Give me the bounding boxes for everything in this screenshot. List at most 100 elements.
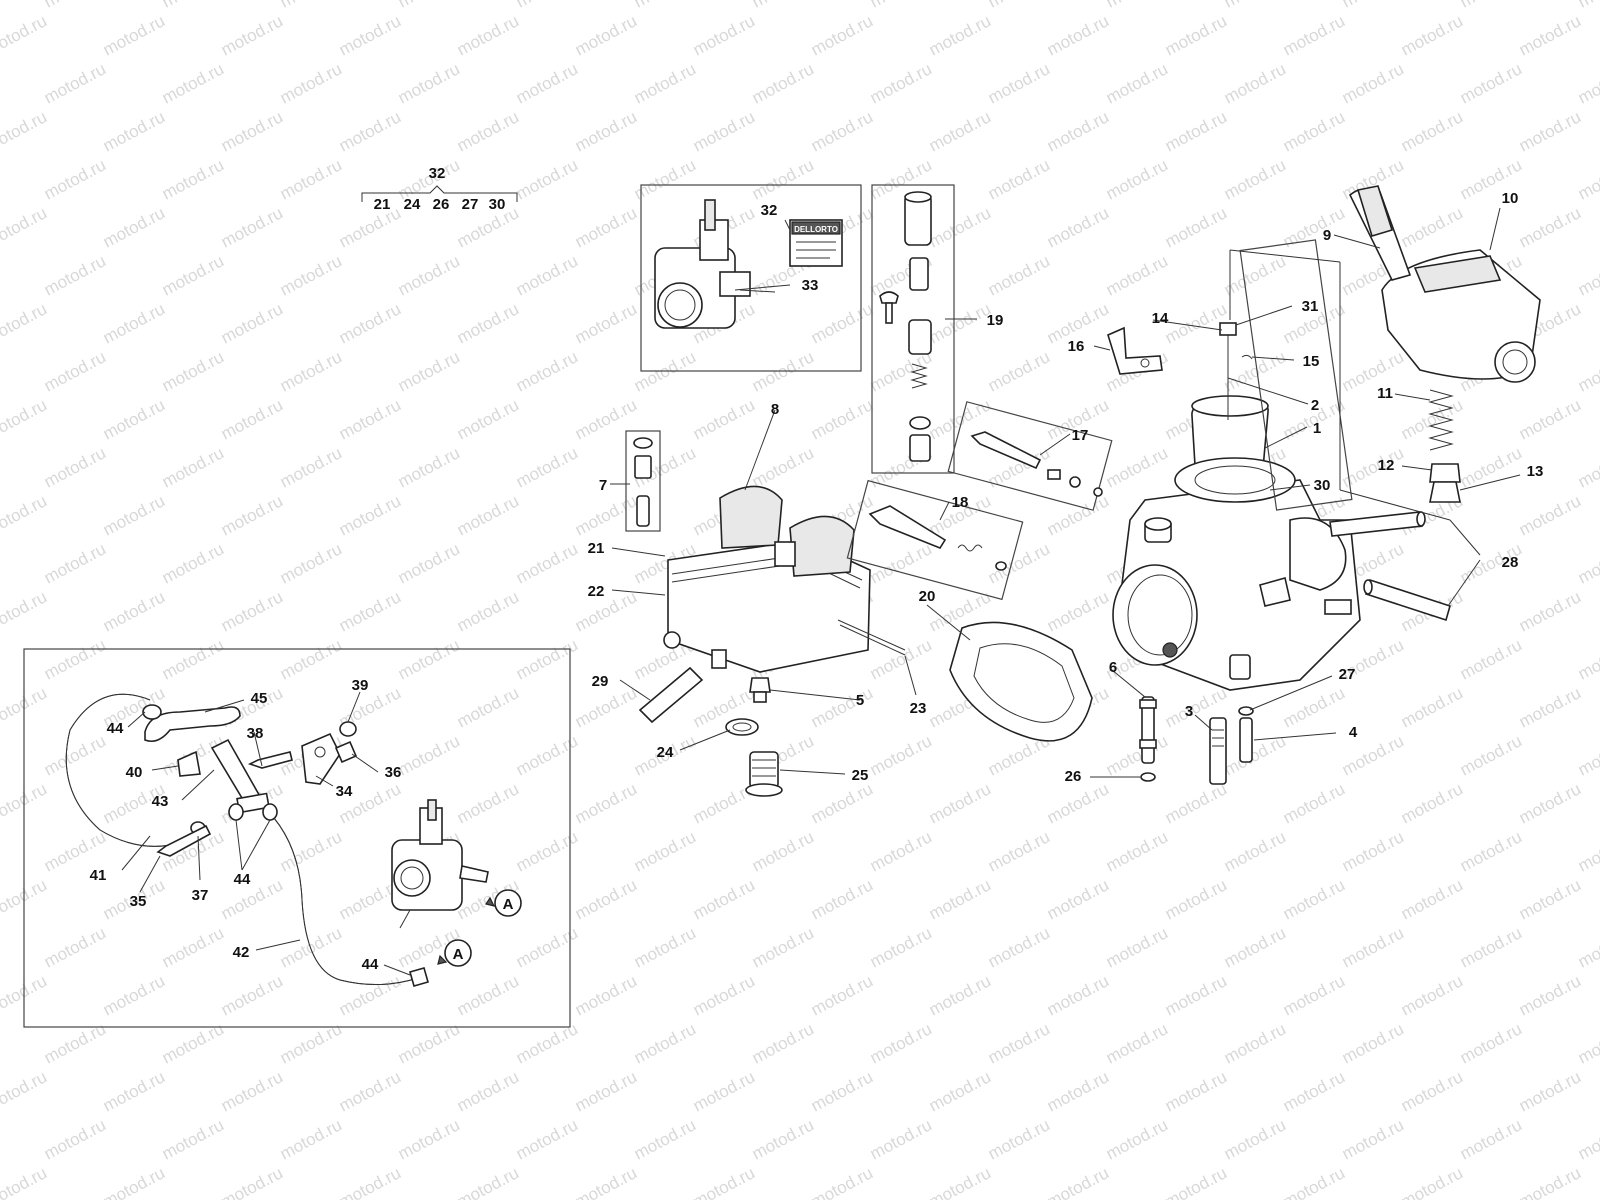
inset-jet-group-7 xyxy=(625,430,661,532)
part-18-group xyxy=(846,479,1024,601)
watermark-text: motod.ru xyxy=(572,107,640,155)
watermark-text: motod.ru xyxy=(867,0,935,12)
part-26-washer xyxy=(1140,772,1156,782)
watermark-text: motod.ru xyxy=(1339,1019,1407,1067)
watermark-text: motod.ru xyxy=(1398,203,1466,251)
label-24: 24 xyxy=(657,744,674,761)
watermark-text: motod.ru xyxy=(1103,59,1171,107)
label-9: 9 xyxy=(1323,227,1331,244)
watermark-text: motod.ru xyxy=(0,875,50,923)
watermark-text: motod.ru xyxy=(572,1067,640,1115)
kit-item-27: 27 xyxy=(462,196,479,213)
watermark-text: motod.ru xyxy=(867,1115,935,1163)
watermark-text: motod.ru xyxy=(0,1067,50,1115)
watermark-text: motod.ru xyxy=(0,971,50,1019)
watermark-text: motod.ru xyxy=(277,0,345,12)
watermark-text: motod.ru xyxy=(513,155,581,203)
watermark-text: motod.ru xyxy=(926,1163,994,1200)
watermark-text: motod.ru xyxy=(631,1019,699,1067)
watermark-text: motod.ru xyxy=(513,539,581,587)
watermark-text: motod.ru xyxy=(1221,251,1289,299)
part-44-clamp-c xyxy=(262,803,278,821)
part-40-tap xyxy=(177,750,201,777)
watermark-text: motod.ru xyxy=(572,971,640,1019)
part-44-clamp-b xyxy=(228,803,244,821)
watermark-text: motod.ru xyxy=(1516,491,1584,539)
watermark-text: motod.ru xyxy=(218,875,286,923)
watermark-text: motod.ru xyxy=(395,635,463,683)
label-12: 12 xyxy=(1378,457,1395,474)
watermark-text: motod.ru xyxy=(749,59,817,107)
watermark-text: motod.ru xyxy=(1339,347,1407,395)
label-17: 17 xyxy=(1072,427,1089,444)
part-39-nut xyxy=(339,721,357,737)
watermark-text: motod.ru xyxy=(572,875,640,923)
watermark-text: motod.ru xyxy=(1221,0,1289,12)
watermark-text: motod.ru xyxy=(1162,875,1230,923)
watermark-text: motod.ru xyxy=(1103,731,1171,779)
watermark-text: motod.ru xyxy=(159,59,227,107)
inset-small-carburetor xyxy=(391,799,489,929)
watermark-text: motod.ru xyxy=(0,11,50,59)
watermark-text: motod.ru xyxy=(690,875,758,923)
watermark-text: motod.ru xyxy=(1044,107,1112,155)
watermark-text: motod.ru xyxy=(395,251,463,299)
kit-item-26: 26 xyxy=(433,196,450,213)
watermark-text: motod.ru xyxy=(513,59,581,107)
watermark-text: motod.ru xyxy=(513,443,581,491)
watermark-text: motod.ru xyxy=(1516,1067,1584,1115)
watermark-text: motod.ru xyxy=(631,1115,699,1163)
label-35: 35 xyxy=(130,893,147,910)
watermark-text: motod.ru xyxy=(926,11,994,59)
watermark-text: motod.ru xyxy=(985,0,1053,12)
watermark-text: motod.ru xyxy=(41,59,109,107)
watermark-text: motod.ru xyxy=(572,1163,640,1200)
watermark-text: motod.ru xyxy=(1280,779,1348,827)
watermark-text: motod.ru xyxy=(690,395,758,443)
watermark-text: motod.ru xyxy=(1398,683,1466,731)
watermark-text: motod.ru xyxy=(1575,827,1600,875)
label-1: 1 xyxy=(1313,420,1321,437)
label-4: 4 xyxy=(1349,724,1358,741)
part-31-holder xyxy=(1219,322,1237,336)
watermark-text: motod.ru xyxy=(985,347,1053,395)
callout-a-circle-1: A xyxy=(485,889,522,917)
watermark-text: motod.ru xyxy=(159,635,227,683)
watermark-text: motod.ru xyxy=(867,827,935,875)
watermark-text: motod.ru xyxy=(277,635,345,683)
watermark-text: motod.ru xyxy=(277,539,345,587)
watermark-text: motod.ru xyxy=(1103,443,1171,491)
watermark-text: motod.ru xyxy=(277,827,345,875)
kit-label: 32 xyxy=(429,165,446,182)
watermark-text: motod.ru xyxy=(572,11,640,59)
watermark-text: motod.ru xyxy=(1457,731,1525,779)
part-23-pin xyxy=(839,624,906,656)
watermark-text: motod.ru xyxy=(218,107,286,155)
watermark-text: motod.ru xyxy=(218,491,286,539)
watermark-text: motod.ru xyxy=(1457,635,1525,683)
watermark-text: motod.ru xyxy=(100,491,168,539)
part-42-hose xyxy=(273,817,419,986)
watermark-text: motod.ru xyxy=(1457,1019,1525,1067)
label-44-a: 44 xyxy=(107,720,124,737)
watermark-text: motod.ru xyxy=(454,107,522,155)
watermark-text: motod.ru xyxy=(985,1019,1053,1067)
watermark-text: motod.ru xyxy=(1339,443,1407,491)
float-left xyxy=(719,485,783,549)
watermark-text: motod.ru xyxy=(41,155,109,203)
kit-brace xyxy=(361,185,518,202)
watermark-text: motod.ru xyxy=(1103,251,1171,299)
watermark-text: motod.ru xyxy=(513,347,581,395)
watermark-text: motod.ru xyxy=(572,395,640,443)
watermark-text: motod.ru xyxy=(159,539,227,587)
watermark-text: motod.ru xyxy=(218,971,286,1019)
watermark-text: motod.ru xyxy=(513,731,581,779)
watermark-text: motod.ru xyxy=(1398,11,1466,59)
watermark-text: motod.ru xyxy=(1221,59,1289,107)
part-29-tube xyxy=(638,666,704,724)
watermark-text: motod.ru xyxy=(1221,827,1289,875)
repair-kit-header: 32 21 24 26 27 30 xyxy=(361,165,518,213)
callout-a-circle-2: A xyxy=(437,939,472,967)
watermark-text: motod.ru xyxy=(572,491,640,539)
part-15-clip xyxy=(1241,354,1253,360)
